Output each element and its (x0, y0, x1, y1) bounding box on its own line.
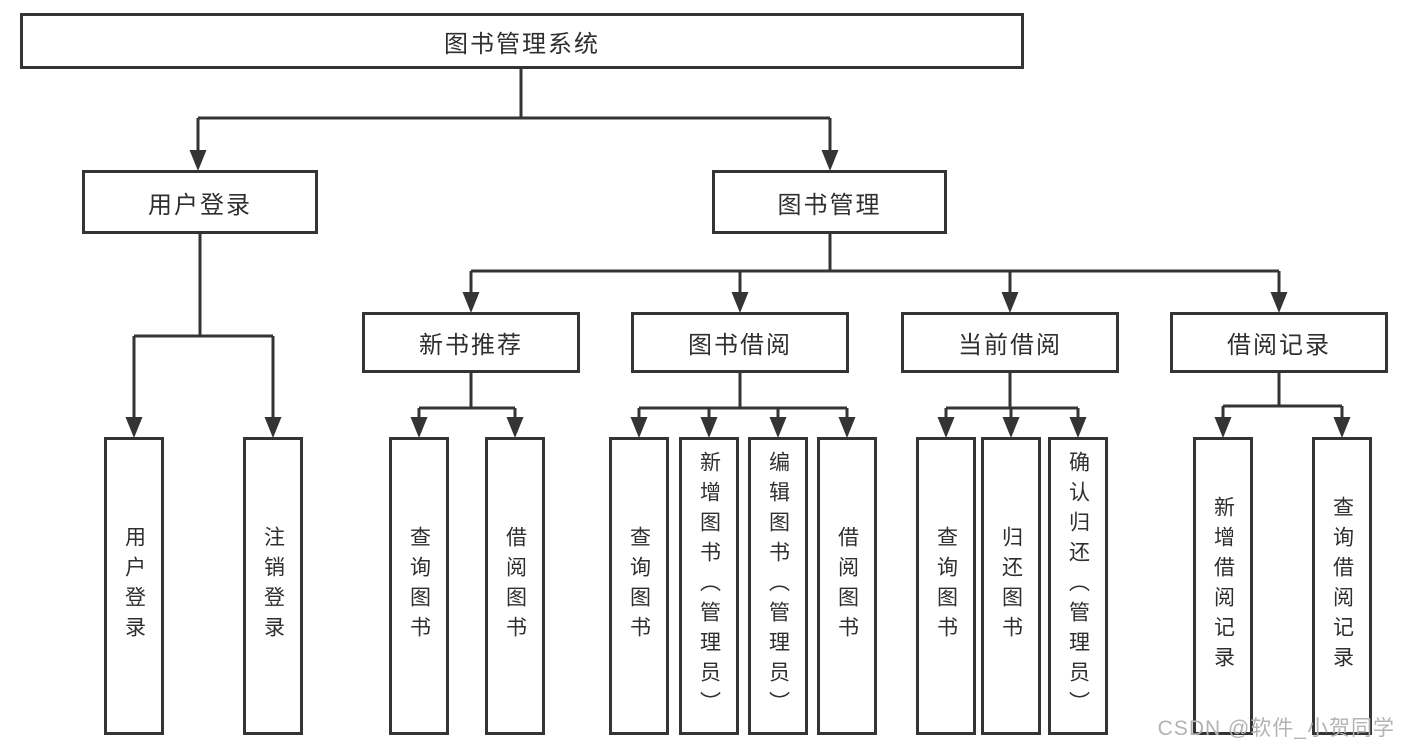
watermark: CSDN @软件_小贺同学 (1157, 717, 1395, 740)
leaf-bb-query-books: 查询图书 (609, 437, 669, 735)
node-root: 图书管理系统 (20, 13, 1024, 69)
leaf-br-query-record-label: 查询借阅记录 (1330, 496, 1354, 676)
node-book-borrowing: 图书借阅 (631, 312, 849, 373)
leaf-cb-query-books: 查询图书 (916, 437, 976, 735)
node-new-book-recommend-label: 新书推荐 (419, 332, 523, 359)
leaf-user-login-label: 用户登录 (122, 526, 146, 646)
node-book-management: 图书管理 (712, 170, 947, 234)
node-root-label: 图书管理系统 (444, 30, 600, 58)
node-current-borrowing: 当前借阅 (901, 312, 1119, 373)
leaf-br-add-record: 新增借阅记录 (1193, 437, 1253, 735)
leaf-user-login: 用户登录 (104, 437, 164, 735)
leaf-nbr-query-books: 查询图书 (389, 437, 449, 735)
leaf-nbr-query-books-label: 查询图书 (407, 526, 431, 646)
node-book-borrowing-label: 图书借阅 (688, 332, 792, 359)
node-user-login: 用户登录 (82, 170, 318, 234)
node-new-book-recommend: 新书推荐 (362, 312, 580, 373)
node-borrowing-records-label: 借阅记录 (1227, 332, 1331, 359)
leaf-logout: 注销登录 (243, 437, 303, 735)
leaf-br-add-record-label: 新增借阅记录 (1211, 496, 1235, 676)
leaf-nbr-borrow-books: 借阅图书 (485, 437, 545, 735)
leaf-nbr-borrow-books-label: 借阅图书 (503, 526, 527, 646)
node-user-login-label: 用户登录 (148, 191, 252, 219)
leaf-bb-add-books-admin-label: 新增图书（管理员） (697, 451, 721, 721)
leaf-cb-confirm-return-admin: 确认归还（管理员） (1048, 437, 1108, 735)
leaf-cb-return-books: 归还图书 (981, 437, 1041, 735)
leaf-cb-return-books-label: 归还图书 (999, 526, 1023, 646)
node-borrowing-records: 借阅记录 (1170, 312, 1388, 373)
node-current-borrowing-label: 当前借阅 (958, 332, 1062, 359)
leaf-bb-borrow-books: 借阅图书 (817, 437, 877, 735)
leaf-bb-edit-books-admin-label: 编辑图书（管理员） (766, 451, 790, 721)
leaf-bb-add-books-admin: 新增图书（管理员） (679, 437, 739, 735)
leaf-br-query-record: 查询借阅记录 (1312, 437, 1372, 735)
leaf-cb-query-books-label: 查询图书 (934, 526, 958, 646)
leaf-logout-label: 注销登录 (261, 526, 285, 646)
leaf-bb-edit-books-admin: 编辑图书（管理员） (748, 437, 808, 735)
leaf-cb-confirm-return-admin-label: 确认归还（管理员） (1066, 451, 1090, 721)
node-book-management-label: 图书管理 (777, 191, 882, 219)
leaf-bb-borrow-books-label: 借阅图书 (835, 526, 859, 646)
leaf-bb-query-books-label: 查询图书 (627, 526, 651, 646)
